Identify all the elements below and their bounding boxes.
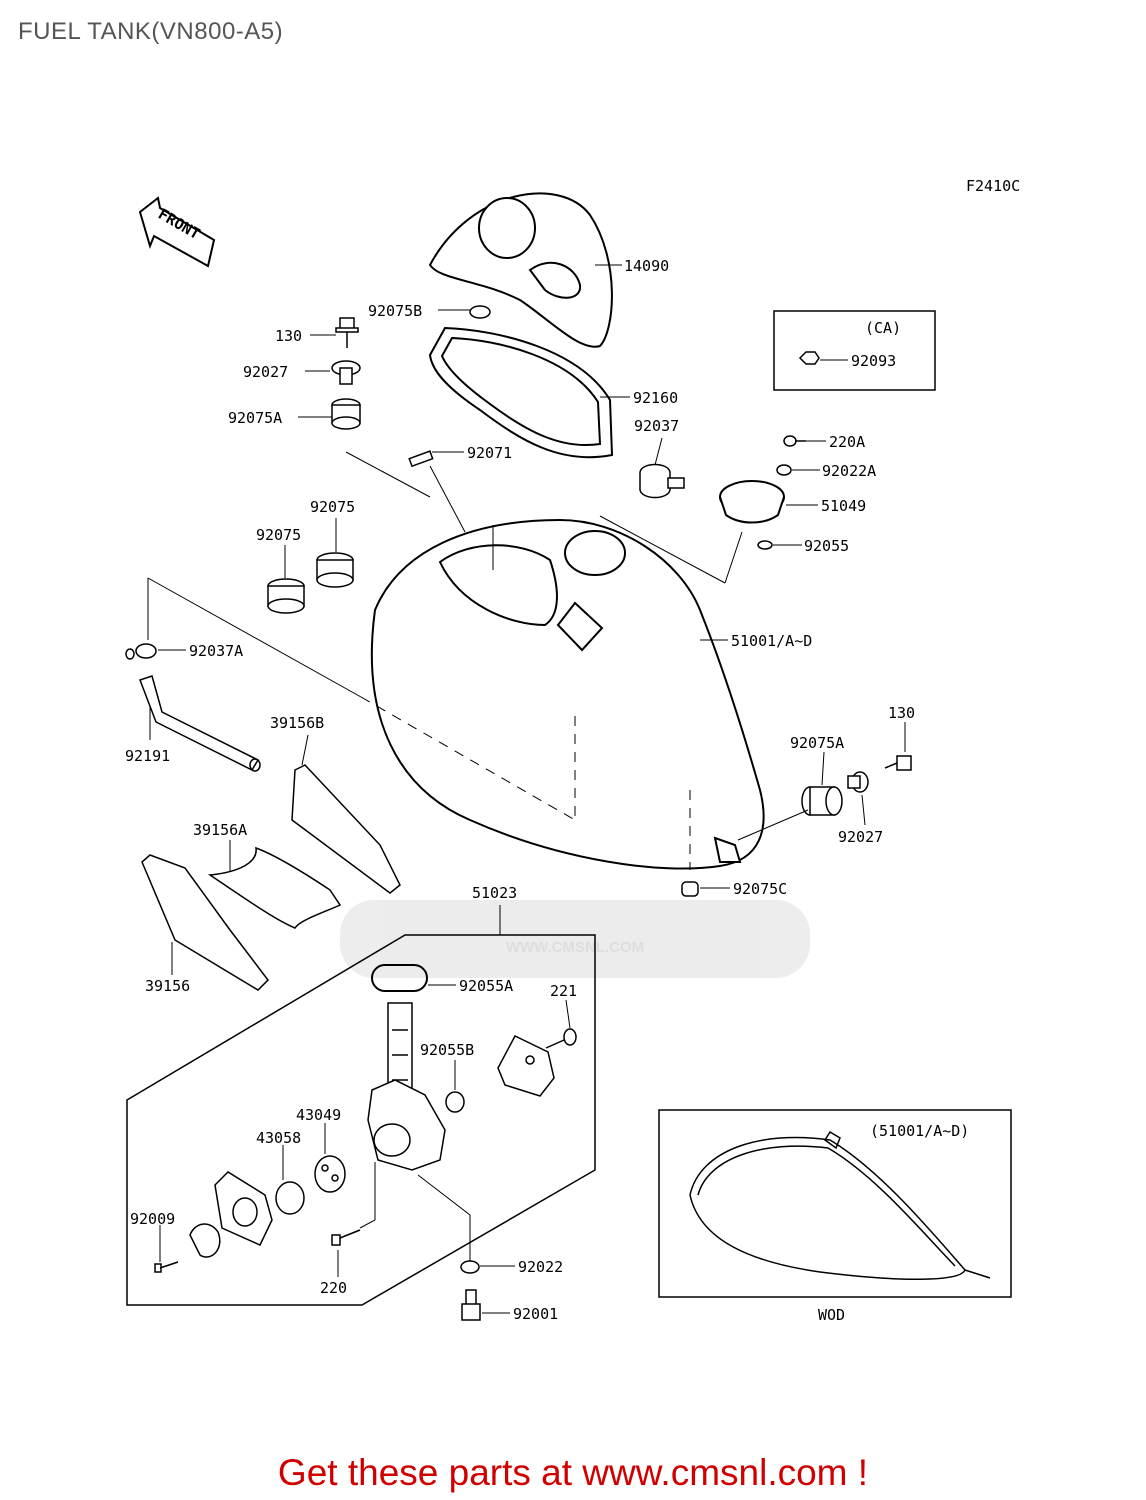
front-arrow-icon: FRONT [138,196,216,268]
tank-wod-icon [689,1130,991,1281]
clip-92037A-icon [125,643,157,660]
callout-92075C: 92075C [733,880,787,898]
screw-220A-icon [783,435,806,447]
damper-92075A-icon [331,398,361,430]
callout-92093: 92093 [851,352,896,370]
callout-92075-right: 92075 [310,498,355,516]
callout-39156A: 39156A [193,821,247,839]
callout-130-right: 130 [888,704,915,722]
damper-92075-right-icon [316,552,354,588]
collar-92027-icon [331,360,361,385]
callout-43049: 43049 [296,1106,341,1124]
fuel-tank-51001 [370,518,765,870]
diaphragm-43049-icon [314,1155,346,1193]
screw-221-icon [545,1028,577,1049]
inset-ca-box [773,310,936,391]
callout-92075A-top: 92075A [228,409,282,427]
callout-130-top: 130 [275,327,302,345]
callout-51049: 51049 [821,497,866,515]
callout-92075-left: 92075 [256,526,301,544]
oring-92055B-icon [445,1091,465,1113]
pad-39156-icon [141,854,269,991]
fuel-tap-body [367,1002,446,1171]
bolt-130-right-icon [884,755,912,771]
callout-51023: 51023 [472,884,517,902]
tank-cover-14090 [428,192,613,348]
callout-51001: 51001/A~D [731,632,812,650]
page-title: FUEL TANK(VN800-A5) [18,18,284,45]
callout-92001: 92001 [513,1305,558,1323]
cover-plate-icon [497,1035,555,1097]
gasket-plate-icon [214,1171,273,1246]
callout-92075B: 92075B [368,302,422,320]
oring-92055-icon [757,540,773,550]
cta-link[interactable]: Get these parts at www.cmsnl.com ! [277,1452,869,1493]
watermark-text: WWW.CMSNL.COM [506,939,644,956]
nut-92093-icon [798,351,820,365]
bolt-92001-icon [461,1289,481,1321]
hose-92191-icon [139,675,261,772]
callout-92027-top: 92027 [243,363,288,381]
callout-92160: 92160 [633,389,678,407]
inset-tank-label: (51001/A~D) [870,1122,969,1140]
fuel-tap-assy-frame [126,934,596,1306]
callout-92037: 92037 [634,417,679,435]
inset-tank-caption: WOD [818,1306,845,1324]
callout-220: 220 [320,1279,347,1297]
callout-92009: 92009 [130,1210,175,1228]
bolt-130-icon [335,317,359,348]
callout-39156B: 39156B [270,714,324,732]
cap-51049-icon [719,480,785,524]
clip-92071-icon [408,450,434,468]
callout-92022: 92022 [518,1258,563,1276]
callout-92191: 92191 [125,747,170,765]
callout-39156: 39156 [145,977,190,995]
gasket-92160 [428,326,614,459]
callout-220A: 220A [829,433,865,451]
callout-221: 221 [550,982,577,1000]
callout-92075A-right: 92075A [790,734,844,752]
washer-92022A-icon [776,464,792,476]
screw-220-icon [331,1229,361,1246]
pad-39156B-icon [291,764,401,894]
damper-92075A-right-icon [801,786,843,816]
oring-43058-icon [275,1181,305,1215]
callout-92055B: 92055B [420,1041,474,1059]
callout-92037A: 92037A [189,642,243,660]
damper-92075-left-icon [267,578,305,614]
callout-43058: 43058 [256,1129,301,1147]
screw-92009-icon [154,1261,179,1273]
collar-92027-right-icon [847,771,869,793]
grommet-92075B-icon [469,305,491,319]
grommet-92075C-icon [681,881,699,897]
oring-92055A-icon [371,964,428,992]
callout-92022A: 92022A [822,462,876,480]
washer-92022-icon [460,1260,480,1274]
callout-14090: 14090 [624,257,669,275]
callout-92027-right: 92027 [838,828,883,846]
lever-knob-icon [189,1223,221,1258]
inset-tank-box [658,1109,1012,1298]
callout-92071: 92071 [467,444,512,462]
inset-ca-label: (CA) [865,319,901,337]
figure-code: F2410C [966,177,1020,195]
callout-92055A: 92055A [459,977,513,995]
pad-39156A-icon [207,846,342,929]
callout-92055: 92055 [804,537,849,555]
clamp-92037-icon [639,463,685,499]
